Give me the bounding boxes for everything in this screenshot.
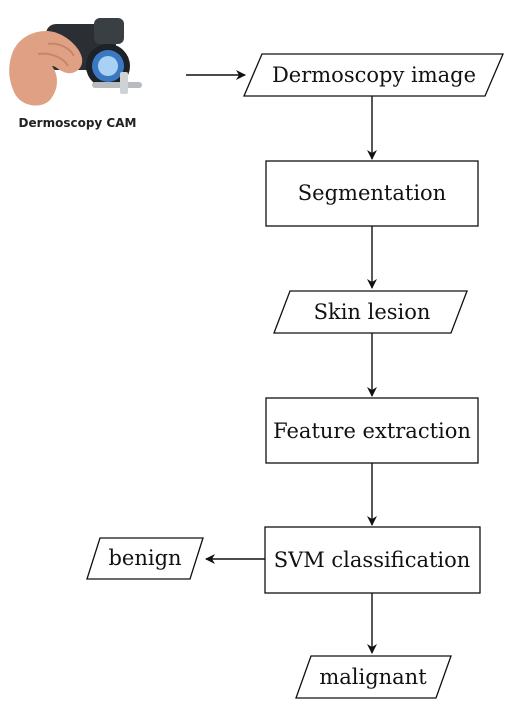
node-svm-classification-label: SVM classification: [274, 548, 471, 572]
node-malignant: malignant: [295, 655, 452, 699]
node-skin-lesion-label: Skin lesion: [314, 300, 431, 324]
node-skin-lesion: Skin lesion: [273, 290, 468, 334]
node-dermoscopy-image-label: Dermoscopy image: [272, 63, 476, 87]
node-segmentation: Segmentation: [265, 160, 479, 227]
dermoscopy-camera-icon: [9, 18, 142, 106]
node-benign: benign: [86, 537, 204, 580]
node-feature-extraction: Feature extraction: [265, 397, 479, 464]
camera-label: Dermoscopy CAM: [18, 116, 137, 130]
node-malignant-label: malignant: [319, 665, 427, 689]
node-benign-label: benign: [108, 546, 181, 570]
node-svm-classification: SVM classification: [264, 526, 481, 594]
node-dermoscopy-image: Dermoscopy image: [243, 53, 504, 97]
node-segmentation-label: Segmentation: [298, 181, 446, 205]
node-feature-extraction-label: Feature extraction: [273, 419, 471, 443]
